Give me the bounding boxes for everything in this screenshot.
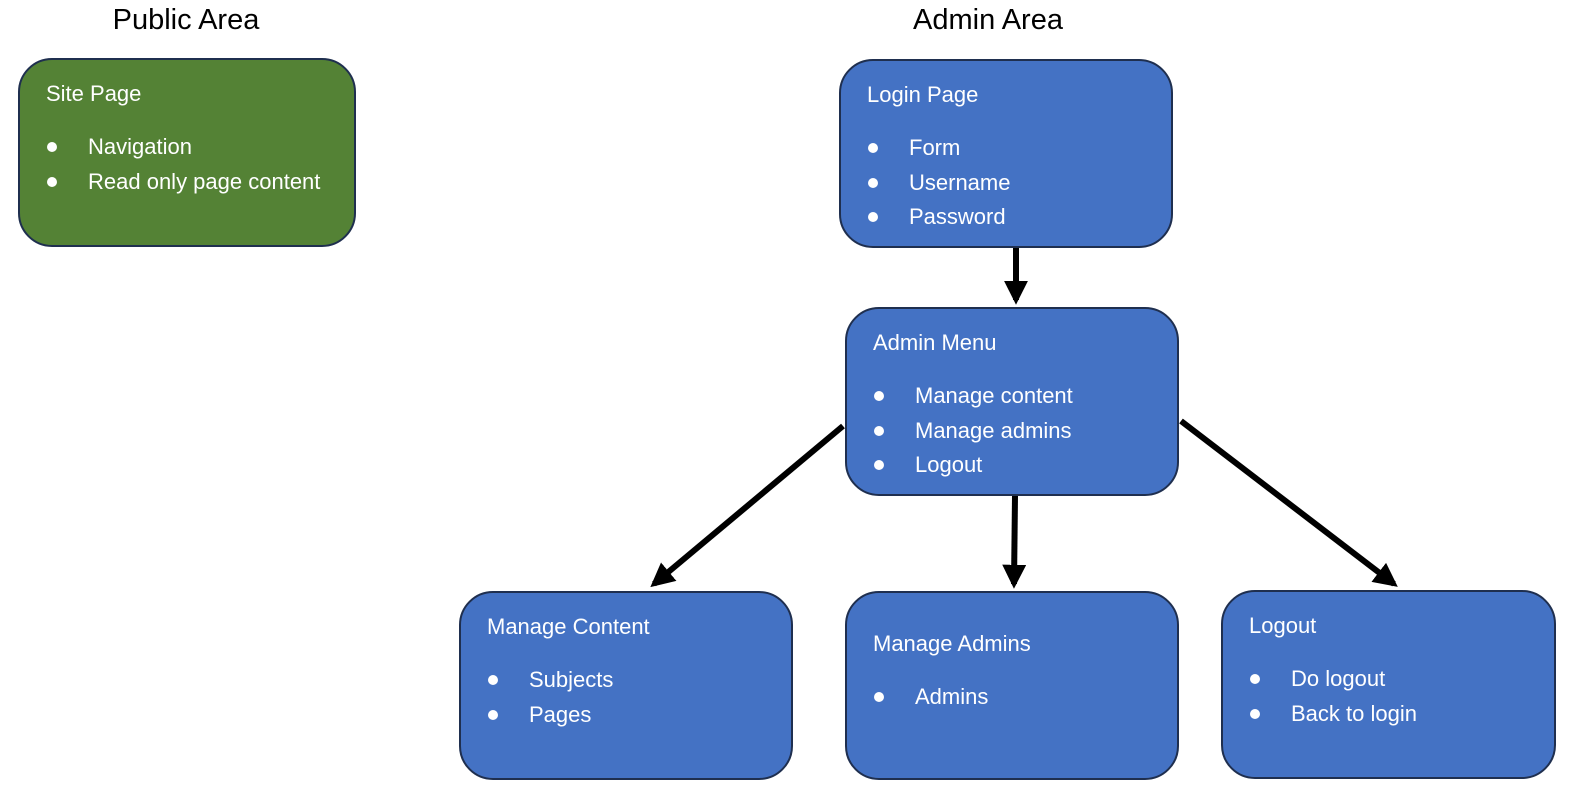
list-item: Pages [487, 698, 765, 733]
list-item: Username [867, 166, 1145, 201]
admin-menu-list: Manage content Manage admins Logout [873, 379, 1151, 483]
manage-content-list: Subjects Pages [487, 663, 765, 732]
site-page-list: Navigation Read only page content [46, 130, 328, 199]
login-page-box: Login Page Form Username Password [839, 59, 1173, 248]
list-item: Manage admins [873, 414, 1151, 449]
list-item: Logout [873, 448, 1151, 483]
admin-menu-title: Admin Menu [873, 330, 997, 355]
list-item: Navigation [46, 130, 328, 165]
list-item: Form [867, 131, 1145, 166]
bullet-icon [1250, 708, 1260, 719]
list-item: Read only page content [46, 165, 328, 200]
bullet-icon [488, 709, 498, 720]
public-area-title: Public Area [112, 4, 260, 36]
bullet-icon [874, 692, 884, 702]
admin-area-title: Admin Area [913, 4, 1063, 36]
bullet-icon [47, 176, 57, 187]
bullet-icon [868, 143, 878, 153]
bullet-icon [47, 142, 57, 152]
manage-admins-box: Manage Admins Admins [845, 591, 1179, 780]
arrow-menu-to-logout [1179, 418, 1398, 587]
logout-title: Logout [1249, 613, 1317, 638]
bullet-icon [488, 675, 498, 685]
list-item: Do logout [1249, 662, 1528, 697]
list-item: Admins [873, 680, 1151, 715]
list-item: Back to login [1249, 697, 1528, 732]
bullet-icon [874, 460, 884, 470]
logout-box: Logout Do logout Back to login [1221, 590, 1556, 779]
list-item: Subjects [487, 663, 765, 698]
manage-admins-list: Admins [873, 680, 1151, 715]
bullet-icon [874, 391, 884, 401]
bullet-icon [868, 212, 878, 222]
bullet-icon [874, 425, 884, 436]
list-item: Manage content [873, 379, 1151, 414]
site-page-title: Site Page [46, 81, 142, 106]
manage-content-box: Manage Content Subjects Pages [459, 591, 793, 780]
arrow-menu-to-admins [1002, 495, 1027, 589]
login-page-list: Form Username Password [867, 131, 1145, 235]
arrow-menu-to-content [650, 423, 845, 588]
manage-admins-title: Manage Admins [873, 631, 1031, 656]
site-page-box: Site Page Navigation Read only page cont… [18, 58, 356, 247]
logout-list: Do logout Back to login [1249, 662, 1528, 731]
manage-content-title: Manage Content [487, 614, 650, 639]
list-item: Password [867, 200, 1145, 235]
admin-menu-box: Admin Menu Manage content Manage admins … [845, 307, 1179, 496]
bullet-icon [868, 177, 878, 188]
bullet-icon [1250, 674, 1260, 684]
login-page-title: Login Page [867, 82, 979, 107]
